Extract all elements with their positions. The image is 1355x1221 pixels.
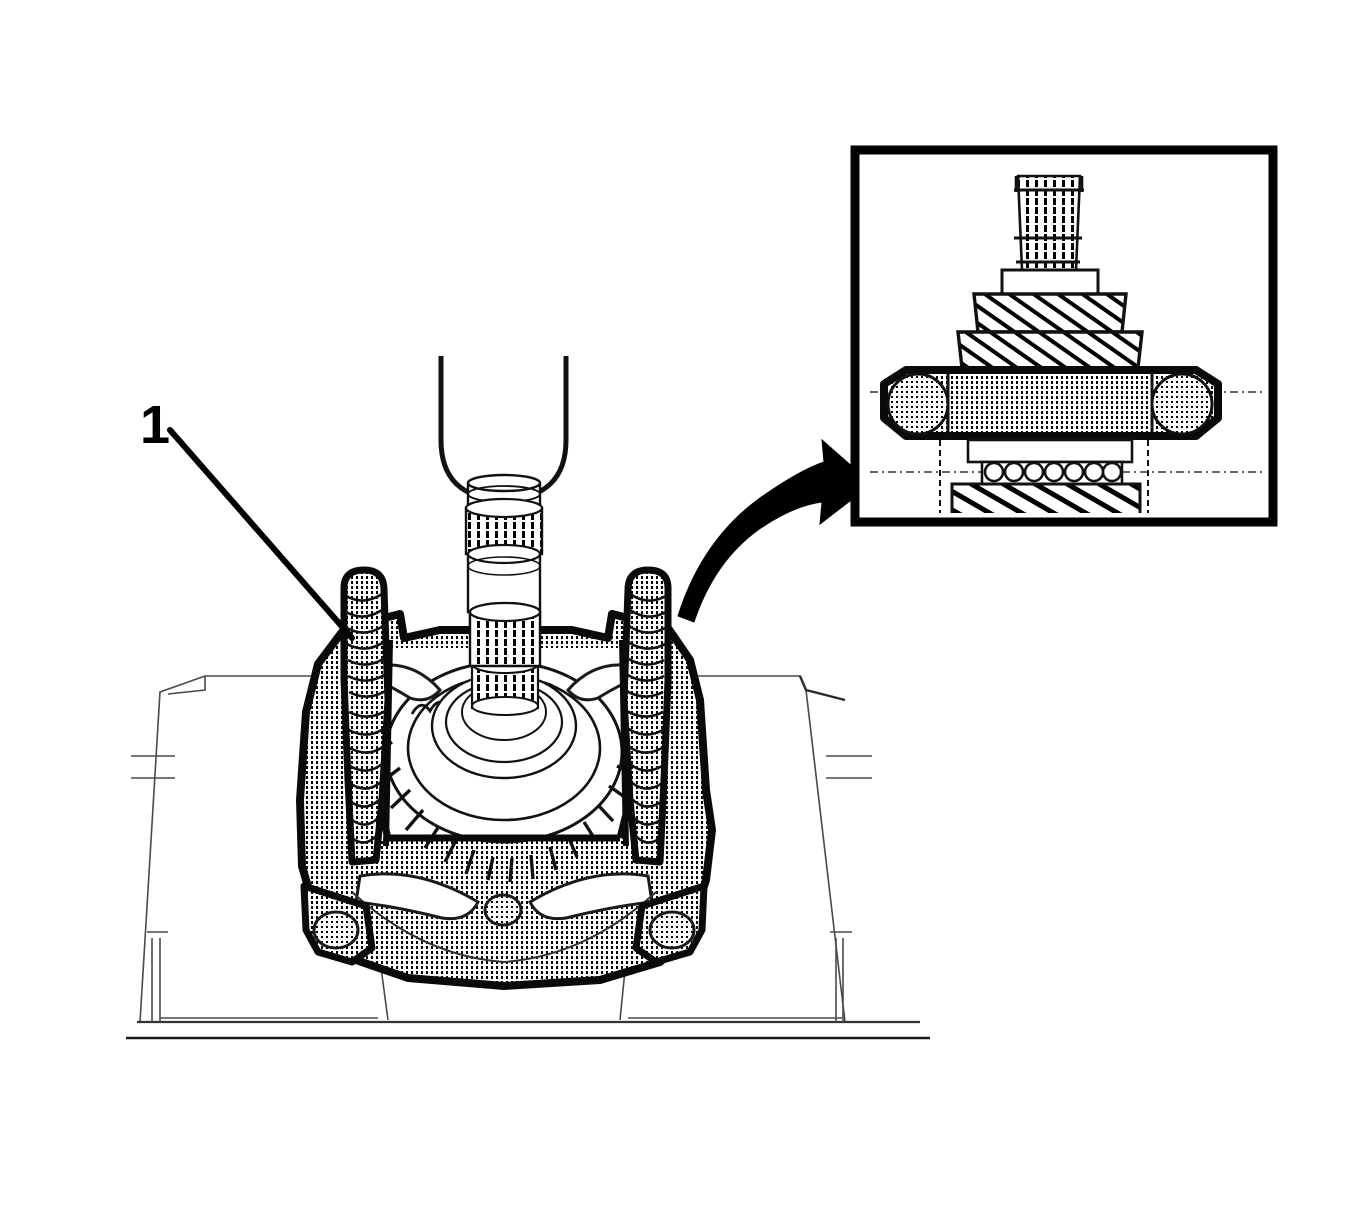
thread-turns-right	[624, 592, 667, 844]
puller-body	[296, 566, 716, 990]
callout-1-label: 1	[140, 395, 170, 455]
detail-inset-content	[870, 174, 1262, 513]
detail-leg-end-left	[886, 372, 950, 436]
detail-view-arrow	[677, 438, 873, 623]
detail-gear-hub	[956, 292, 1144, 370]
detail-bearing-rollers	[966, 438, 1134, 486]
detail-puller-jaw-bar	[880, 366, 1222, 440]
puller-web-slots	[351, 872, 657, 963]
detail-leg-end-right	[1150, 372, 1214, 436]
puller-screw-leg-left[interactable]	[340, 566, 392, 866]
puller-jaw-feet	[300, 882, 708, 966]
detail-lower-housing	[939, 440, 1149, 513]
detail-inset[interactable]	[850, 145, 1278, 556]
callout-1-leader-line	[167, 427, 355, 641]
callout-1: 1	[140, 395, 355, 641]
puller-screw-leg-right[interactable]	[620, 566, 672, 866]
thread-turns-left	[345, 592, 388, 844]
detail-splined-shaft	[1000, 174, 1100, 296]
gear-window-overlay	[371, 601, 643, 883]
